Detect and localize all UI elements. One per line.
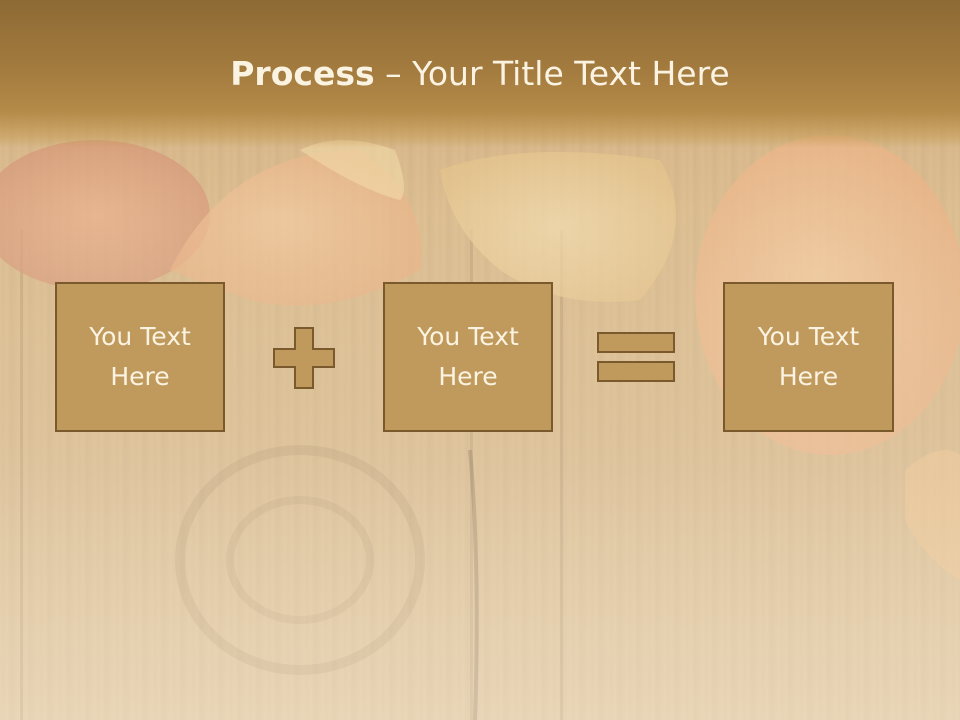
plus-icon (273, 327, 335, 389)
title-band (0, 0, 960, 148)
title-rest: – Your Title Text Here (374, 54, 730, 93)
process-box-3[interactable]: You Text Here (723, 282, 894, 432)
equals-icon-bottom-bar (597, 361, 675, 382)
process-box-2[interactable]: You Text Here (383, 282, 553, 432)
equals-icon-top-bar (597, 332, 675, 353)
process-box-1[interactable]: You Text Here (55, 282, 225, 432)
process-box-text: You Text Here (89, 322, 191, 391)
process-box-text: You Text Here (417, 322, 519, 391)
slide-title[interactable]: Process – Your Title Text Here (0, 52, 960, 96)
process-box-text: You Text Here (757, 322, 860, 391)
title-bold: Process (230, 54, 375, 93)
